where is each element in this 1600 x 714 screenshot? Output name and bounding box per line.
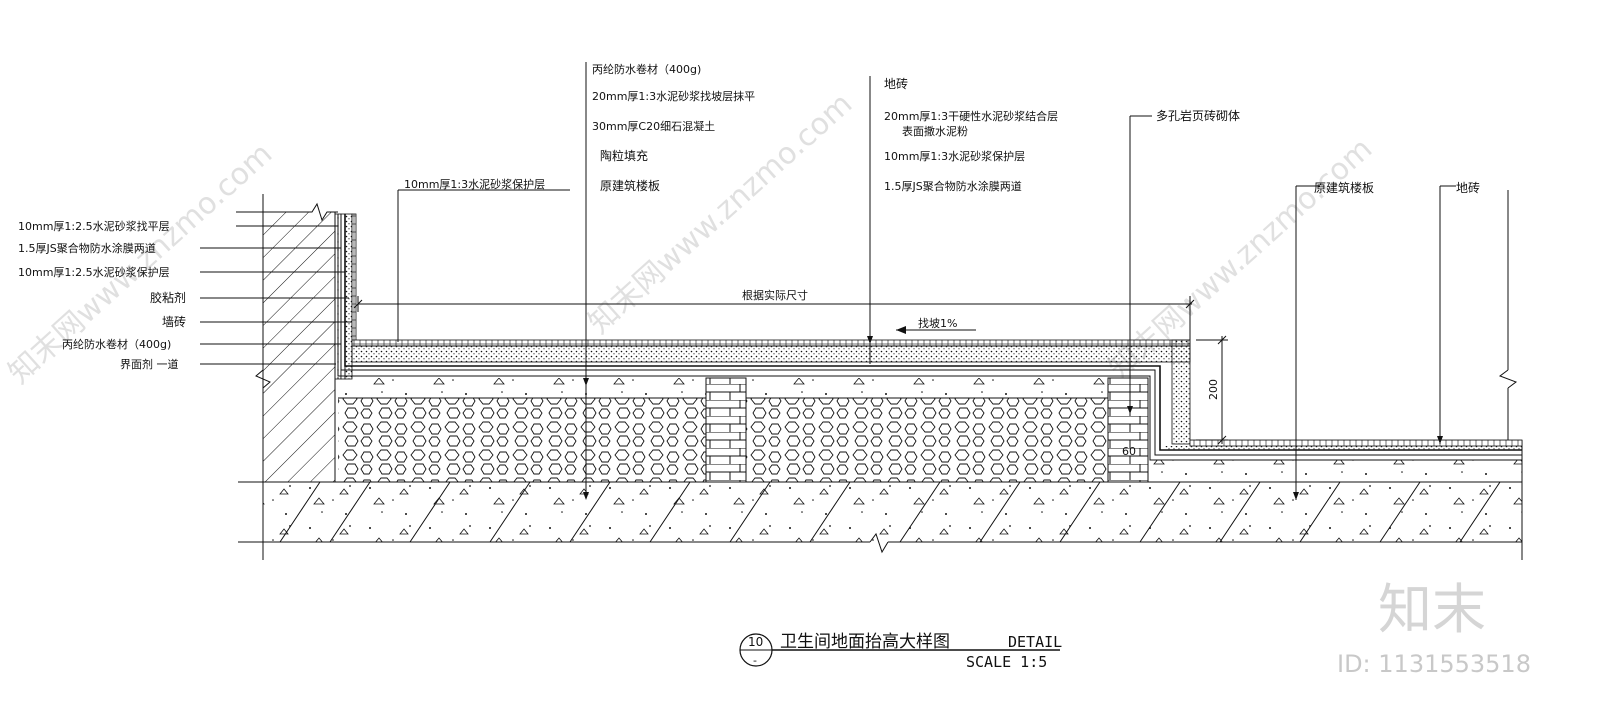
right-edge (1498, 190, 1518, 440)
dimension-actual: 根据实际尺寸 (353, 288, 1195, 340)
right-center-labels: 地砖 20mm厚1:3干硬性水泥砂浆结合层 表面撒水泥粉 10mm厚1:3水泥砂… (867, 76, 1058, 364)
tile-right-label: 地砖 (1437, 180, 1480, 444)
slope-label: 找坡1% (918, 316, 957, 330)
label-center-2: 20mm厚1:3水泥砂浆找坡层抹平 (592, 89, 755, 103)
watermark-id: ID: 1131553518 (1337, 650, 1531, 678)
slab-right-label: 原建筑楼板 (1293, 180, 1374, 500)
structural-slab (238, 440, 1523, 560)
label-center-3: 30mm厚C20细石混凝土 (592, 119, 715, 133)
label-center-4: 陶粒填充 (600, 148, 648, 163)
label-left-1: 10mm厚1:2.5水泥砂浆找平层 (18, 219, 170, 233)
label-protect: 10mm厚1:3水泥砂浆保护层 (397, 177, 570, 342)
slab-right-text: 原建筑楼板 (1314, 180, 1374, 195)
label-left-6: 丙纶防水卷材（400g) (62, 337, 171, 351)
ceramsite-fill (338, 397, 1108, 482)
watermark-logo: 知末 (1378, 578, 1486, 641)
label-rc-3: 表面撒水泥粉 (902, 124, 968, 138)
dimension-200-label: 200 (1207, 379, 1220, 400)
dimension-60-label: 60 (1122, 445, 1136, 458)
title-number: 10 (748, 635, 763, 649)
brick-pier (705, 377, 1149, 483)
label-rc-2: 20mm厚1:3干硬性水泥砂浆结合层 (884, 109, 1058, 123)
label-left-5: 墙砖 (162, 314, 186, 329)
label-left-4: 胶粘剂 (150, 290, 186, 305)
dimension-actual-label: 根据实际尺寸 (742, 288, 808, 302)
slope-marker: 找坡1% (896, 316, 976, 334)
watermark-text: 知末网www.znzmo.com (2, 136, 279, 391)
title-block: 10 - 卫生间地面抬高大样图 DETAIL SCALE 1:5 (739, 632, 1062, 671)
label-rc-5: 1.5厚JS聚合物防水涂膜两道 (884, 179, 1022, 193)
wall-section (236, 194, 338, 560)
title-scale: SCALE 1:5 (966, 653, 1047, 671)
center-labels: 丙纶防水卷材（400g) 20mm厚1:3水泥砂浆找坡层抹平 30mm厚C20细… (583, 62, 755, 500)
tile-right-text: 地砖 (1456, 180, 1480, 195)
label-center-5: 原建筑楼板 (600, 178, 660, 193)
brick-label-text: 多孔岩页砖砌体 (1156, 108, 1240, 123)
title-detail: DETAIL (1008, 633, 1062, 651)
label-rc-4: 10mm厚1:3水泥砂浆保护层 (884, 149, 1025, 163)
dimension-200: 200 (1196, 335, 1228, 445)
label-center-1: 丙纶防水卷材（400g) (592, 62, 701, 76)
label-protect-text: 10mm厚1:3水泥砂浆保护层 (404, 177, 545, 191)
label-left-2: 1.5厚JS聚合物防水涂膜两道 (18, 241, 156, 255)
label-left-3: 10mm厚1:2.5水泥砂浆保护层 (18, 265, 170, 279)
title-name: 卫生间地面抬高大样图 (780, 632, 950, 652)
label-rc-1: 地砖 (884, 76, 908, 91)
left-labels: 10mm厚1:2.5水泥砂浆找平层 1.5厚JS聚合物防水涂膜两道 10mm厚1… (18, 219, 352, 371)
floor-finish-lower (1150, 439, 1523, 482)
brick-label: 多孔岩页砖砌体 (1127, 108, 1240, 414)
label-left-7: 界面剂 一道 (120, 357, 179, 371)
title-sub: - (753, 654, 757, 667)
